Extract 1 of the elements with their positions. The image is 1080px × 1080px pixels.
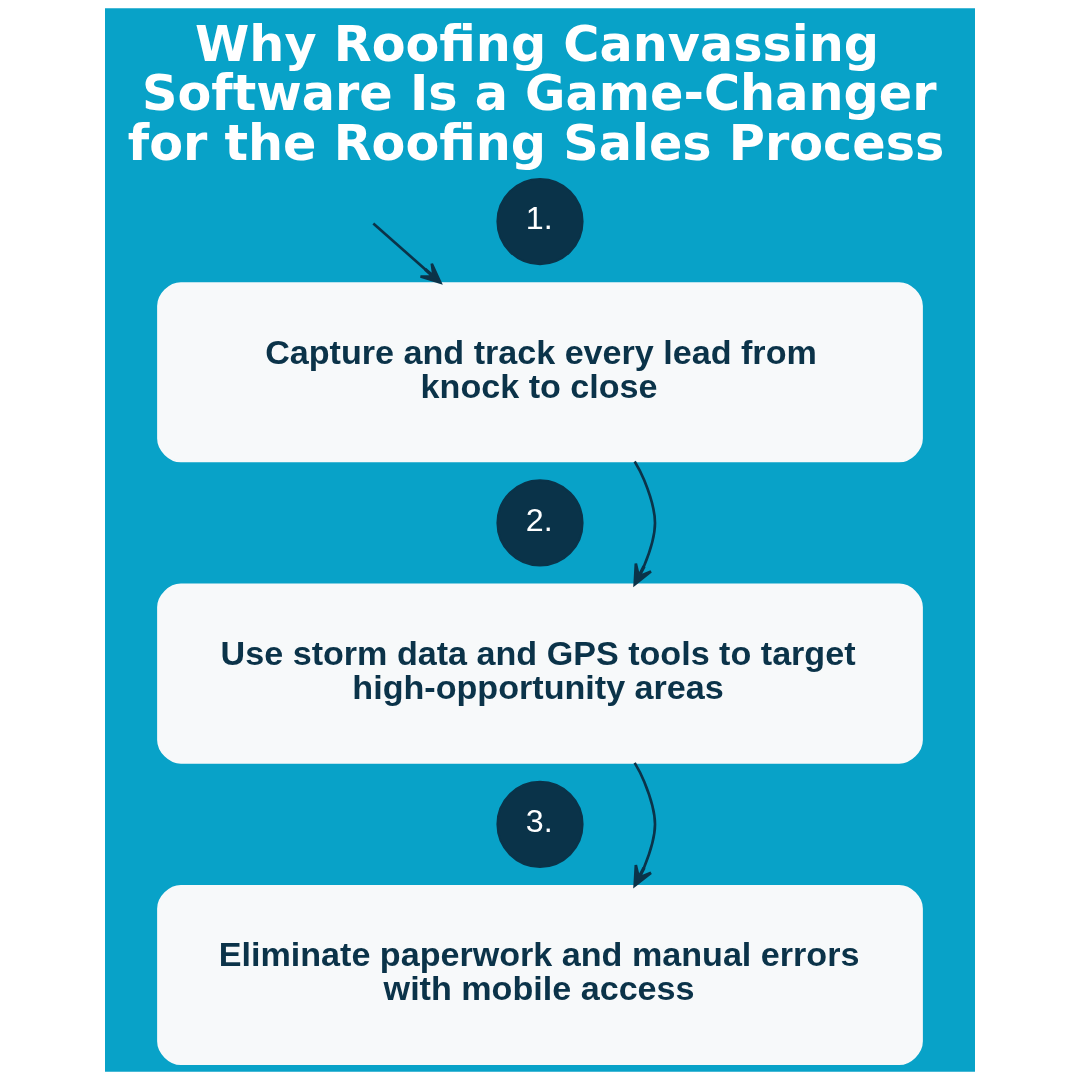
diagram-title: Why Roofing Canvassing Software Is a Game-Changer for the Roofing Sales Process bbox=[127, 15, 945, 172]
